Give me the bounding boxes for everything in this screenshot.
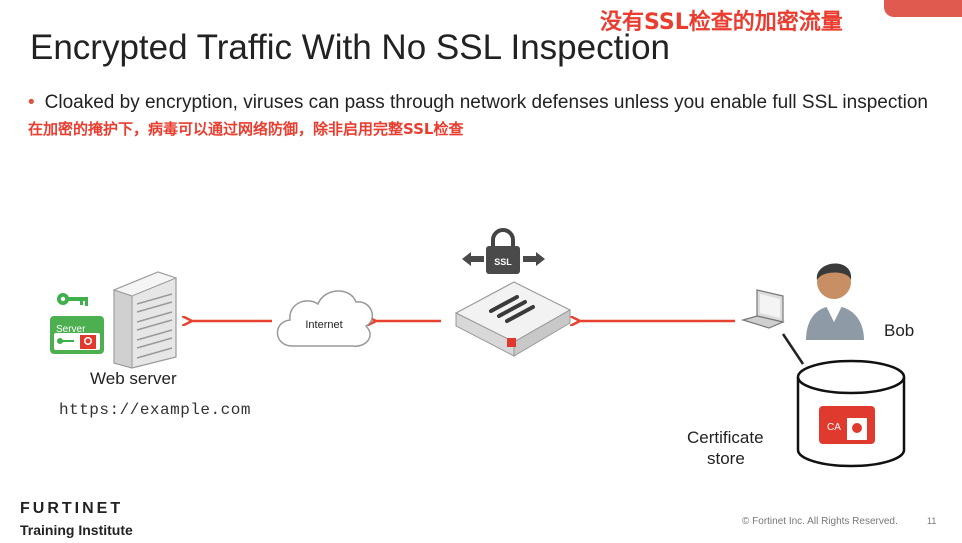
ca-badge-label: CA — [827, 422, 841, 433]
padlock-icon — [462, 230, 545, 274]
brand-logo: FURTINET — [20, 500, 123, 518]
key-icon — [57, 293, 88, 306]
cert-store-label-line1: Certificate — [687, 428, 764, 448]
user-label: Bob — [884, 321, 914, 341]
firewall-icon — [456, 282, 570, 356]
web-server-label: Web server — [90, 369, 177, 389]
user-avatar-icon — [806, 263, 864, 340]
server-certificate-icon: Server — [50, 316, 104, 354]
page-number: 11 — [927, 516, 936, 526]
copyright-notice: © Fortinet Inc. All Rights Reserved. — [742, 516, 898, 527]
laptop-icon — [743, 290, 783, 328]
server-badge-label: Server — [56, 324, 86, 335]
server-url: https://example.com — [59, 401, 251, 419]
internet-label: Internet — [305, 319, 342, 331]
brand-subtitle: Training Institute — [20, 522, 133, 538]
lock-label: SSL — [494, 257, 512, 267]
cert-store-label-line2: store — [707, 449, 745, 469]
connector-line — [783, 334, 803, 364]
server-rack-icon — [114, 272, 176, 368]
